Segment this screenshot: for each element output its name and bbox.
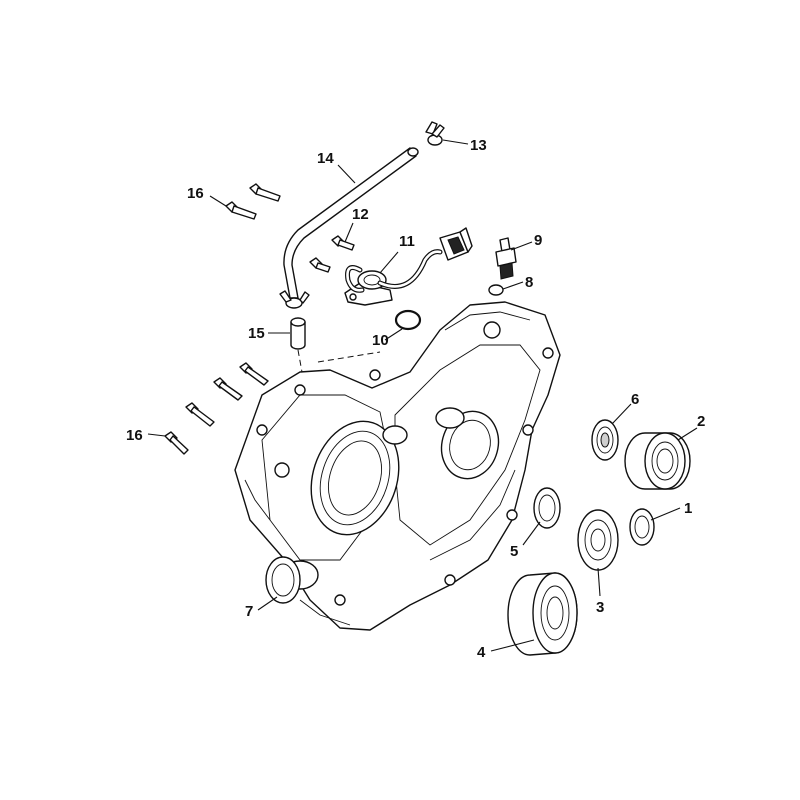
part-6-oil-seal (591, 419, 619, 461)
part-16-bolt-upper-a (225, 201, 257, 220)
part-9-temp-sensor (495, 237, 517, 280)
leader-lines (147, 139, 698, 652)
part-2-bearing (624, 432, 691, 490)
part-16-bolt-lower-c (213, 377, 243, 401)
callout-1: 1 (684, 500, 692, 517)
callout-5: 5 (510, 543, 518, 560)
part-13-hose-clip (425, 121, 445, 146)
connector-plug (439, 227, 473, 261)
callout-3: 3 (596, 599, 604, 616)
part-16-bolt-lower-a (164, 431, 189, 455)
part-10-o-ring (394, 309, 422, 331)
alignment-line-15 (297, 349, 303, 373)
callout-14: 14 (317, 150, 334, 167)
callout-8: 8 (525, 274, 533, 291)
callout-12: 12 (352, 206, 369, 223)
part-16-bolt-lower-b (185, 402, 215, 427)
part-3-bearing (577, 509, 619, 571)
callout-10: 10 (372, 332, 389, 349)
part-14-hose (283, 147, 419, 299)
callout-2: 2 (697, 413, 705, 430)
bolt-near-sensor (309, 257, 331, 273)
part-5-oil-seal (533, 487, 561, 529)
part-12-bolt (331, 235, 355, 251)
part-11-sensor (344, 249, 443, 306)
part-16-bolt-upper-b (249, 183, 281, 202)
alignment-line-15b (317, 351, 381, 363)
callout-4: 4 (477, 644, 486, 661)
callout-16-upper: 16 (187, 185, 204, 202)
callout-15: 15 (248, 325, 265, 342)
part-16-bolt-lower-d (239, 362, 269, 386)
part-8-washer (488, 284, 504, 296)
part-1-bearing (629, 508, 655, 546)
crankcase-half (234, 301, 561, 631)
callout-6: 6 (631, 391, 639, 408)
hose-clip-lower (279, 290, 310, 309)
callout-11: 11 (399, 233, 415, 250)
callout-16-lower: 16 (126, 427, 143, 444)
callout-13: 13 (470, 137, 487, 154)
callout-7: 7 (245, 603, 253, 620)
part-15-sleeve (290, 317, 306, 350)
part-7-oil-seal (265, 556, 301, 604)
part-4-bearing (507, 572, 578, 656)
callout-9: 9 (534, 232, 542, 249)
callout-labels: 1 2 3 4 5 6 7 8 9 10 11 12 13 14 15 16 1… (126, 137, 705, 661)
